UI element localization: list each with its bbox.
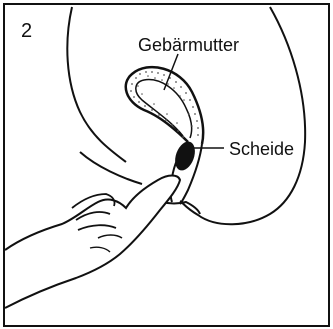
vagina-label: Scheide (229, 139, 294, 160)
body-outline-front (67, 7, 126, 162)
uterus-leader-line (164, 54, 178, 90)
step-number: 2 (21, 20, 32, 43)
illustration-panel: 2 Gebärmutter Scheide (3, 3, 330, 327)
thigh-curve (80, 152, 142, 184)
uterus-label: Gebärmutter (138, 35, 239, 56)
tampon-shape (171, 139, 198, 173)
